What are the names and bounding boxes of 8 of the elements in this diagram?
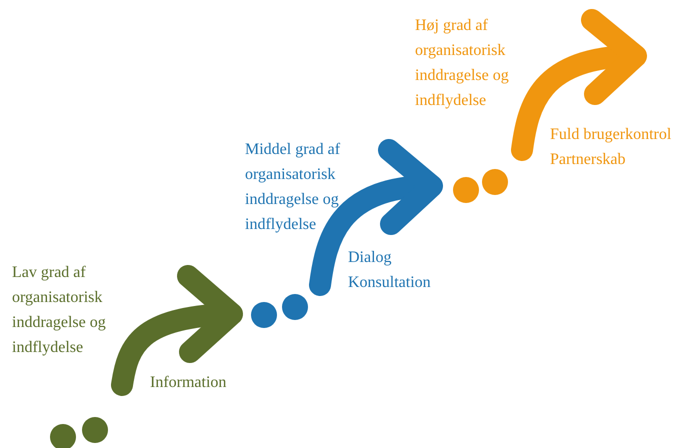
level-description: Høj grad af organisatorisk inddragelse og indflydelse: [415, 16, 510, 111]
step-label: Dialog: [348, 248, 392, 268]
step-label: Information: [150, 373, 226, 393]
level-description: Lav grad af organisatorisk inddragelse og indflydelse: [12, 263, 107, 358]
step-label: Partnerskab: [550, 150, 626, 170]
level-description: Middel grad af organisatorisk inddragelse og indflydelse: [245, 140, 342, 235]
step-label: Fuld brugerkontrol: [550, 125, 672, 145]
step-label: Konsultation: [348, 273, 431, 293]
